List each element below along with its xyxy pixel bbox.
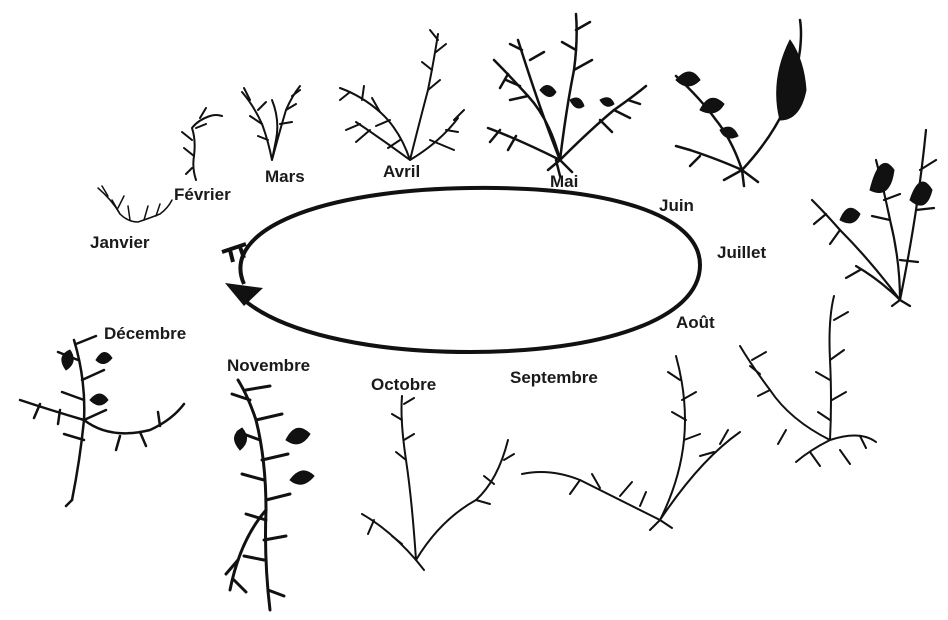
- month-label-mai: Mai: [550, 172, 578, 191]
- month-label-mars: Mars: [265, 167, 305, 186]
- plant-octobre: [362, 396, 514, 570]
- plant-juillet: [812, 130, 936, 306]
- month-label-septembre: Septembre: [510, 368, 598, 387]
- cycle-arrow-head-icon: [225, 283, 263, 306]
- plant-mars: [242, 86, 300, 160]
- month-label-juillet: Juillet: [717, 243, 766, 262]
- plant-decembre: [20, 336, 184, 506]
- month-label-decembre: Décembre: [104, 324, 186, 343]
- plant-avril: [340, 30, 464, 160]
- month-label-novembre: Novembre: [227, 356, 310, 375]
- plant-juin: [676, 20, 806, 186]
- plant-mai: [488, 14, 646, 176]
- month-labels: Janvier Février Mars Avril Mai Juin Juil…: [90, 162, 766, 394]
- month-label-janvier: Janvier: [90, 233, 150, 252]
- cycle-loop: [222, 188, 700, 352]
- month-label-aout: Août: [676, 313, 715, 332]
- month-label-fevrier: Février: [174, 185, 231, 204]
- month-label-juin: Juin: [659, 196, 694, 215]
- month-label-octobre: Octobre: [371, 375, 436, 394]
- plant-aout: [740, 296, 876, 466]
- month-label-avril: Avril: [383, 162, 420, 181]
- plant-novembre: [226, 380, 314, 610]
- plant-fevrier: [182, 108, 222, 180]
- plant-janvier: [98, 186, 172, 222]
- cycle-ellipse-arc: [240, 188, 700, 352]
